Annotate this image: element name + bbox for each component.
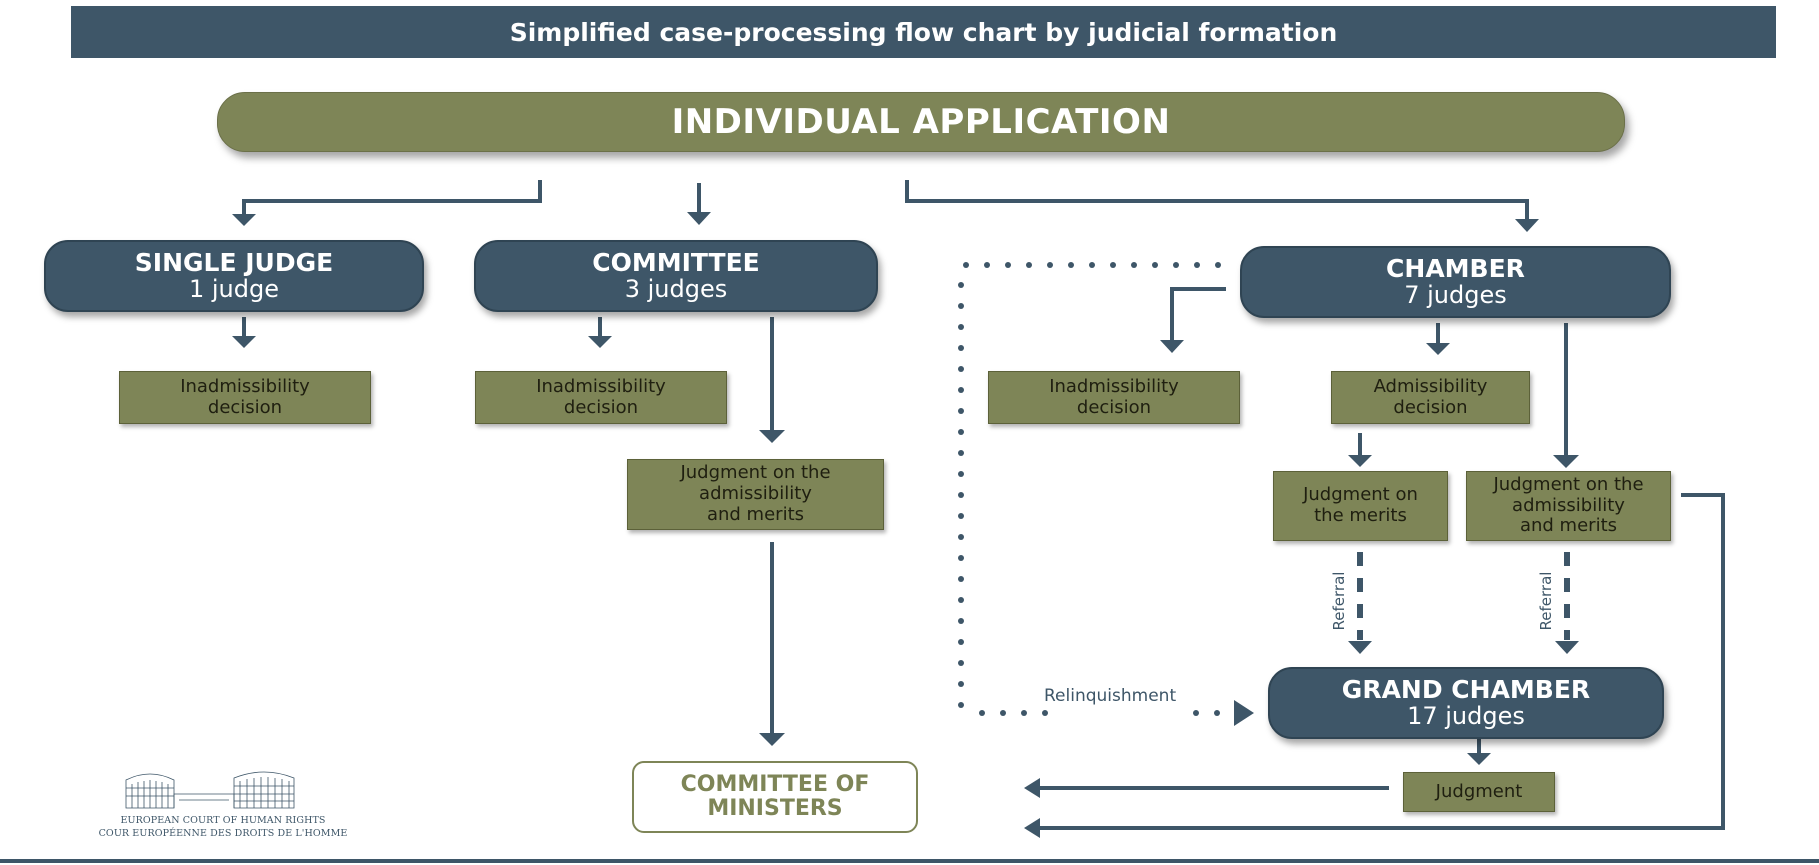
chamber-count: 7 judges (1404, 280, 1507, 309)
arrowhead (1515, 219, 1539, 232)
arrow-application-to-single-judge (242, 180, 542, 214)
committee-count: 3 judges (624, 274, 728, 303)
arrowhead (759, 733, 785, 746)
committee-inadmissibility-text: Inadmissibility decision (536, 375, 666, 418)
arrow-adm-merits-around (1040, 493, 1725, 830)
committee-of-ministers-box: COMMITTEE OF MINISTERS (632, 761, 918, 833)
committee-judgment-box: Judgment on the admissibility and merits (627, 459, 884, 530)
arrowhead (1555, 641, 1579, 654)
chamber-box: CHAMBER 7 judges (1240, 246, 1671, 318)
chamber-inadmissibility-box: Inadmissibility decision (988, 371, 1240, 424)
arrowhead (588, 336, 612, 348)
chamber-name: CHAMBER (1386, 254, 1525, 284)
individual-application-label: INDIVIDUAL APPLICATION (671, 102, 1171, 142)
chamber-admissibility-box: Admissibility decision (1331, 371, 1530, 424)
relinquishment-dots (958, 262, 1221, 716)
arrowhead (1348, 641, 1372, 654)
chamber-merits-box: Judgment on the merits (1273, 471, 1448, 541)
chamber-admissibility-text: Admissibility decision (1373, 375, 1488, 418)
committee-of-ministers-text: COMMITTEE OF MINISTERS (680, 771, 870, 821)
bottom-rule (0, 859, 1819, 863)
single-judge-name: SINGLE JUDGE (134, 248, 334, 278)
grand-judgment-box: Judgment (1403, 772, 1555, 812)
arrowhead (1467, 753, 1491, 765)
arrowhead (1348, 455, 1372, 467)
grand-chamber-name: GRAND CHAMBER (1341, 675, 1591, 705)
page-title-text: Simplified case-processing flow chart by… (509, 17, 1338, 47)
arrow-chamber-to-inadmissibility (1170, 287, 1226, 340)
committee-inadmissibility-box: Inadmissibility decision (475, 371, 727, 424)
court-building-logo (125, 771, 295, 809)
arrowhead (232, 336, 256, 348)
single-judge-count: 1 judge (188, 274, 279, 303)
grand-judgment-text: Judgment (1435, 780, 1523, 802)
single-inadmissibility-text: Inadmissibility decision (180, 375, 310, 418)
single-judge-box: SINGLE JUDGE 1 judge (44, 240, 424, 312)
committee-name: COMMITTEE (592, 248, 760, 278)
logo-text-fr: COUR EUROPÉENNE DES DROITS DE L'HOMME (98, 828, 348, 839)
arrowhead (1024, 778, 1040, 798)
chamber-inadmissibility-text: Inadmissibility decision (1049, 375, 1179, 418)
relinquishment-label: Relinquishment (1044, 686, 1177, 706)
arrow-application-to-chamber (905, 180, 1529, 219)
chamber-judgment-adm-merits-text: Judgment on the admissibility and merits (1493, 473, 1644, 537)
arrowhead (1234, 700, 1254, 726)
referral-label-right: Referral (1537, 571, 1555, 631)
chamber-judgment-adm-merits-box: Judgment on the admissibility and merits (1466, 471, 1671, 541)
individual-application-box: INDIVIDUAL APPLICATION (217, 92, 1625, 152)
referral-label-left: Referral (1330, 571, 1348, 631)
chamber-merits-text: Judgment on the merits (1303, 484, 1418, 526)
grand-chamber-count: 17 judges (1407, 701, 1525, 730)
page-title: Simplified case-processing flow chart by… (71, 6, 1776, 58)
grand-chamber-box: GRAND CHAMBER 17 judges (1268, 667, 1664, 739)
arrowhead (1160, 340, 1184, 353)
arrowhead (1426, 343, 1450, 355)
arrowhead (759, 430, 785, 443)
logo-text-en: EUROPEAN COURT OF HUMAN RIGHTS (120, 815, 326, 826)
committee-judgment-text: Judgment on the admissibility and merits (680, 462, 831, 525)
single-inadmissibility-box: Inadmissibility decision (119, 371, 371, 424)
arrowhead (1024, 818, 1040, 838)
arrowhead (687, 212, 711, 225)
committee-box: COMMITTEE 3 judges (474, 240, 878, 312)
arrowhead (1553, 455, 1579, 468)
arrowhead (232, 214, 256, 226)
